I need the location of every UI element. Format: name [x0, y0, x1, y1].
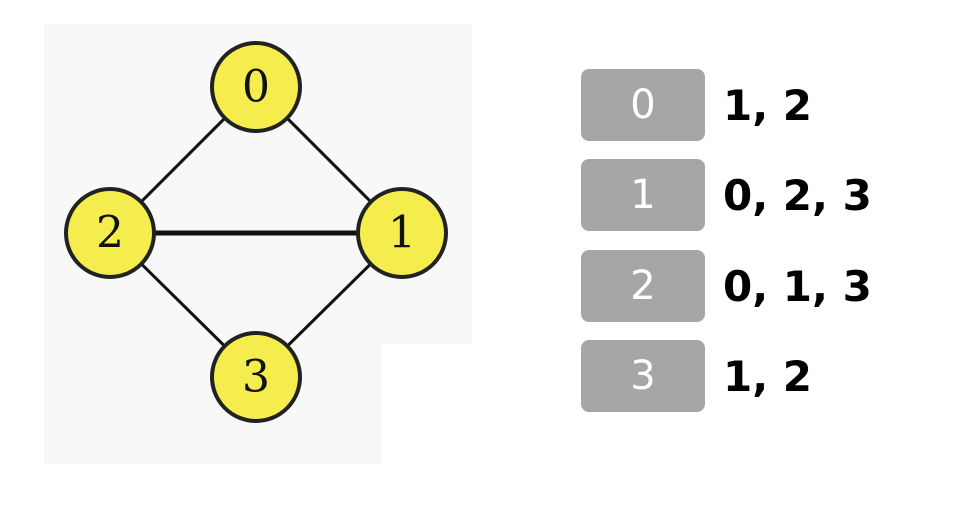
adjacency-key-1: 1 [581, 159, 705, 231]
adjacency-neighbors-0: 1, 2 [723, 80, 813, 130]
adjacency-key-3: 3 [581, 340, 705, 412]
node-1-label: 1 [388, 208, 416, 259]
node-0-label: 0 [242, 62, 270, 113]
adjacency-key-2: 2 [581, 250, 705, 322]
adjacency-neighbors-3: 1, 2 [723, 351, 813, 401]
adjacency-key-0: 0 [581, 69, 705, 141]
adjacency-neighbors-1: 0, 2, 3 [723, 170, 872, 220]
adjacency-row-2: 2 0, 1, 3 [581, 250, 872, 322]
node-2-label: 2 [96, 208, 124, 259]
adjacency-row-3: 3 1, 2 [581, 340, 812, 412]
adjacency-neighbors-2: 0, 1, 3 [723, 261, 872, 311]
node-0: 0 [210, 41, 302, 133]
adjacency-row-1: 1 0, 2, 3 [581, 159, 872, 231]
adjacency-row-0: 0 1, 2 [581, 69, 812, 141]
node-3: 3 [210, 331, 302, 423]
node-2: 2 [64, 187, 156, 279]
node-3-label: 3 [242, 352, 270, 403]
node-1: 1 [356, 187, 448, 279]
